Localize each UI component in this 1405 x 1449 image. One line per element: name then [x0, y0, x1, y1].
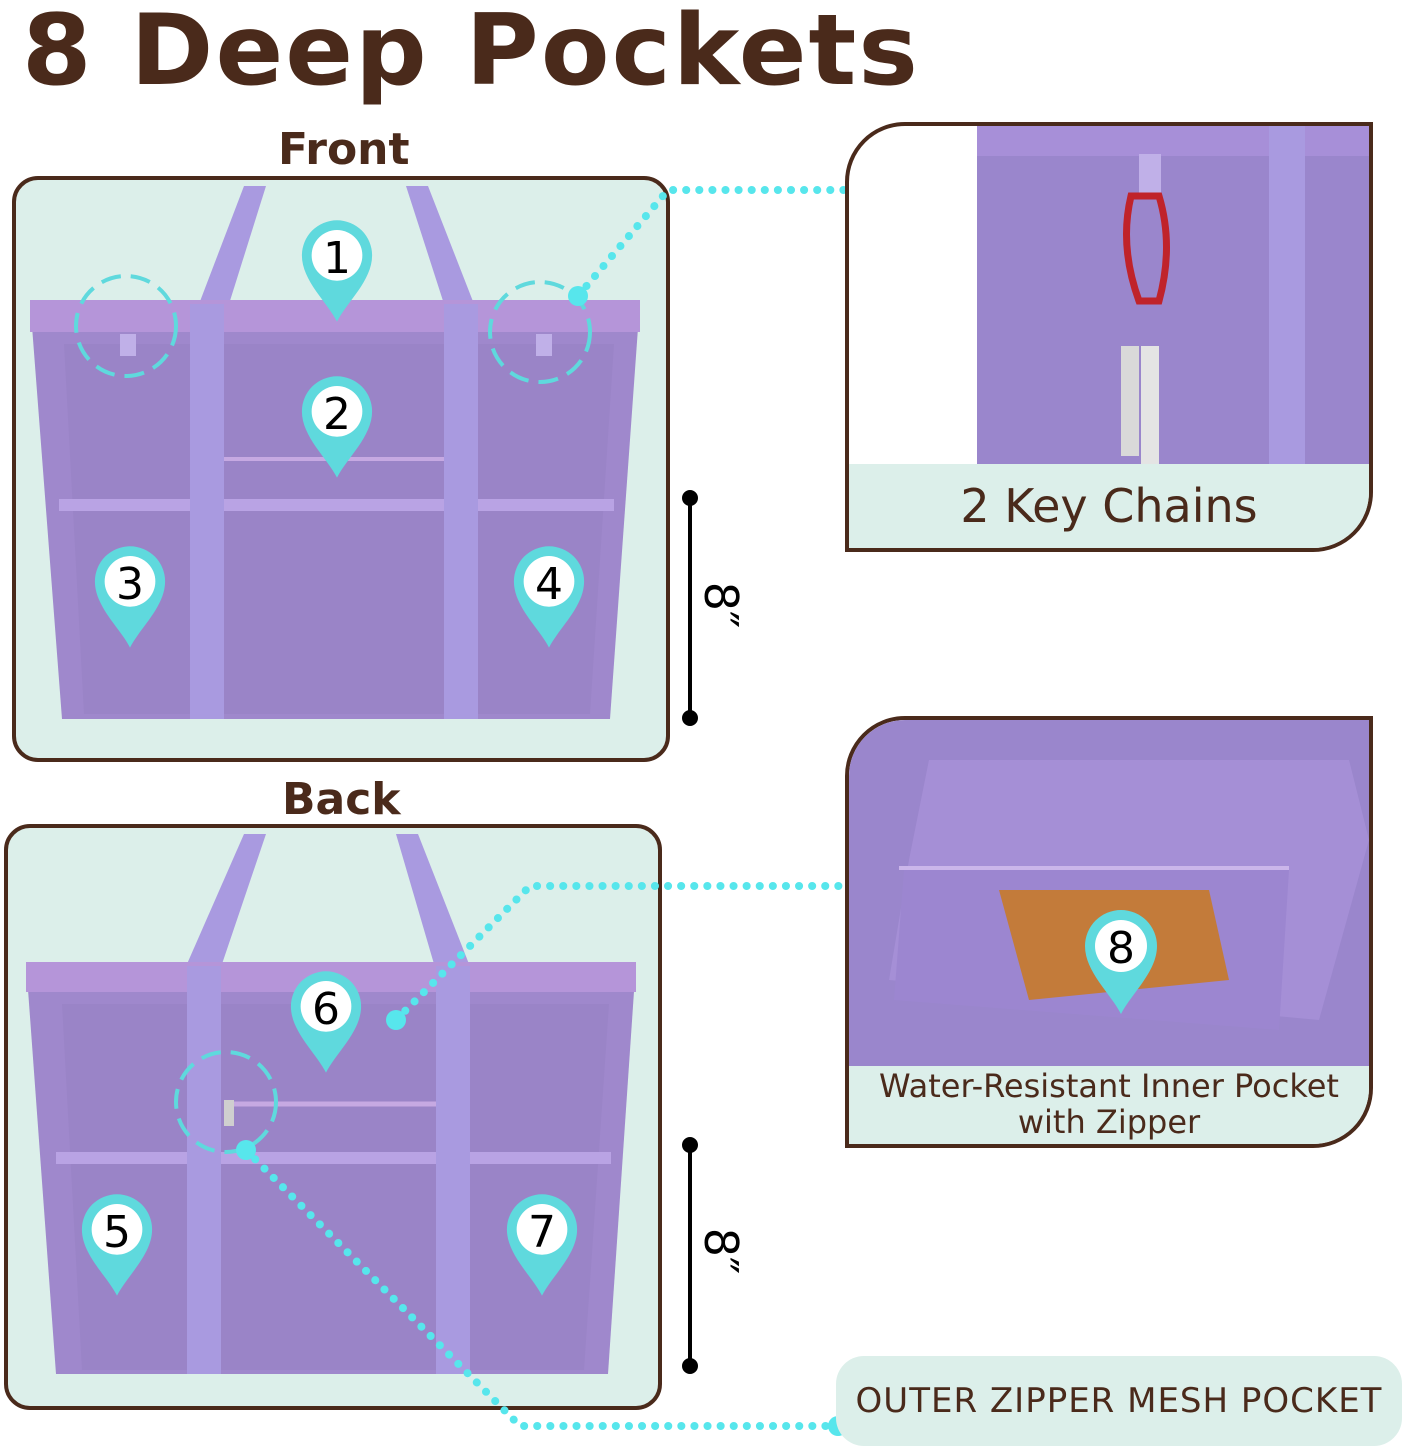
pocket-number-4: 4 [535, 559, 563, 610]
key-chains-callout: 2 Key Chains [845, 122, 1373, 552]
pocket-marker-2: 2 [301, 376, 373, 478]
back-panel [4, 824, 662, 1410]
pocket-number-8: 8 [1107, 923, 1135, 974]
back-dimension-label: 8″ [694, 1227, 749, 1275]
pocket-marker-5: 5 [81, 1194, 153, 1296]
back-dimension-bar [682, 1137, 698, 1374]
front-label: Front [278, 124, 410, 175]
key-chains-caption: 2 Key Chains [849, 464, 1369, 548]
pocket-marker-1: 1 [301, 220, 373, 322]
pocket-marker-6: 6 [290, 971, 362, 1073]
pocket-marker-4: 4 [513, 546, 585, 648]
pocket-number-5: 5 [103, 1207, 131, 1258]
back-label: Back [282, 774, 401, 825]
page-title: 8 Deep Pockets [22, 0, 920, 108]
front-dimension-label: 8″ [694, 581, 749, 629]
key-chain-photo [977, 126, 1369, 466]
pocket-marker-7: 7 [506, 1194, 578, 1296]
front-dimension-bar [682, 490, 698, 726]
pocket-marker-3: 3 [94, 546, 166, 648]
inner-pocket-caption: Water-Resistant Inner Pocket with Zipper [849, 1066, 1369, 1144]
pocket-number-6: 6 [312, 984, 340, 1035]
back-bag-illustration [26, 834, 636, 1374]
pocket-number-1: 1 [323, 233, 351, 284]
pocket-number-7: 7 [528, 1207, 556, 1258]
pocket-number-3: 3 [116, 559, 144, 610]
outer-zipper-label: OUTER ZIPPER MESH POCKET [836, 1356, 1402, 1446]
pocket-number-2: 2 [323, 389, 351, 440]
inner-pocket-caption-line1: Water-Resistant Inner Pocket [879, 1067, 1339, 1105]
inner-pocket-callout: 8 Water-Resistant Inner Pocket with Zipp… [845, 716, 1373, 1148]
inner-pocket-caption-line2: with Zipper [1017, 1103, 1201, 1141]
inner-pocket-photo [849, 720, 1369, 1070]
pocket-marker-8: 8 [1085, 910, 1157, 1014]
front-bag-illustration [30, 186, 640, 719]
